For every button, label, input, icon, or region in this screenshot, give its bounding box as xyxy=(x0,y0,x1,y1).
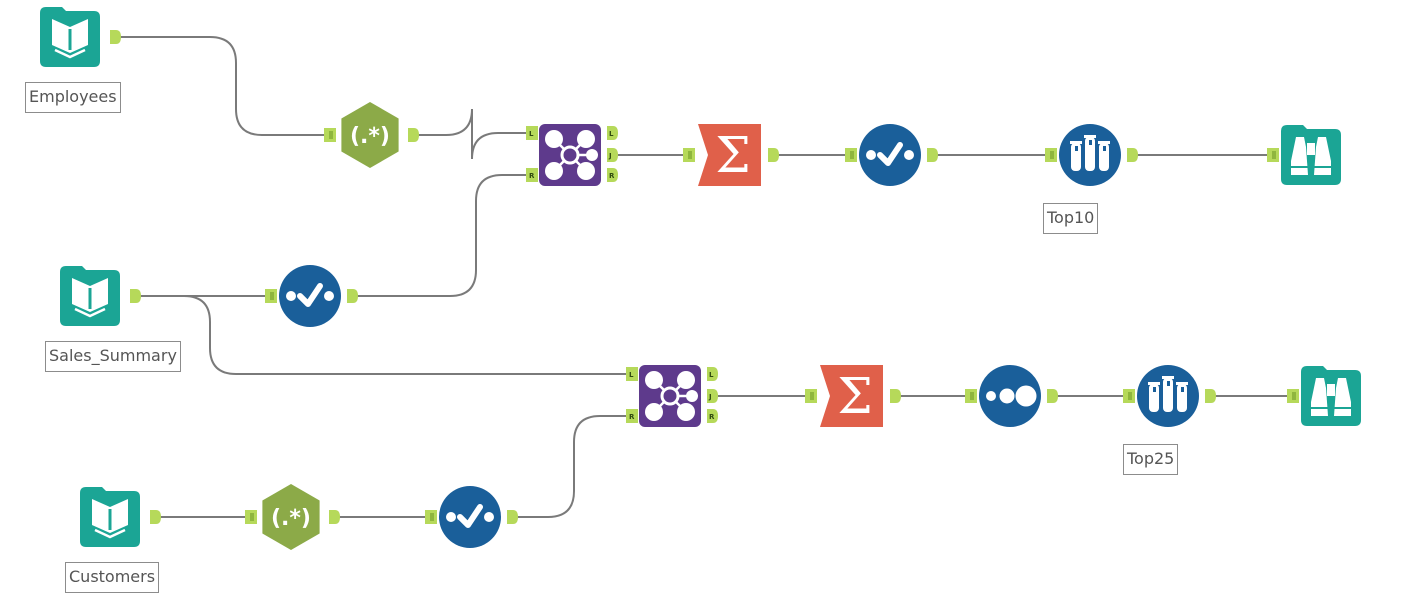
browse-tool[interactable] xyxy=(1287,366,1361,426)
svg-text:Σ: Σ xyxy=(715,126,750,184)
anchor-notch xyxy=(850,151,854,159)
test-tubes-icon xyxy=(1137,365,1199,427)
anchor-notch xyxy=(1272,151,1276,159)
input-tool[interactable] xyxy=(40,7,121,67)
output-anchor[interactable] xyxy=(707,409,718,423)
tool-annotation-label[interactable]: Sales_Summary xyxy=(45,341,181,372)
connection-line[interactable] xyxy=(116,36,326,136)
anchor-letter: J xyxy=(708,393,712,401)
anchor-notch xyxy=(1292,392,1296,400)
anchor-notch xyxy=(1128,392,1132,400)
regex-tool[interactable]: (.*) xyxy=(324,102,419,168)
sigma-icon: Σ xyxy=(698,124,761,186)
binoculars-icon xyxy=(1281,125,1341,185)
sample-tool[interactable] xyxy=(1123,365,1216,427)
sample-tool[interactable] xyxy=(1045,124,1138,186)
join-tool[interactable]: L R L J R xyxy=(626,365,718,427)
input-tool[interactable] xyxy=(80,487,161,547)
select-tool[interactable] xyxy=(265,265,358,327)
connections-layer xyxy=(116,36,1289,518)
anchor-letter: R xyxy=(609,172,615,180)
output-anchor[interactable] xyxy=(347,289,358,303)
output-anchor[interactable] xyxy=(927,148,938,162)
summarize-tool[interactable]: Σ xyxy=(683,124,779,186)
connection-line[interactable] xyxy=(136,295,626,375)
output-anchor[interactable] xyxy=(110,30,121,44)
binoculars-icon xyxy=(1301,366,1361,426)
tools-layer: (.*) L R L J R Σ L R L J R Σ (.*) xyxy=(40,7,1361,550)
regex-tool[interactable]: (.*) xyxy=(245,484,340,550)
output-anchor[interactable] xyxy=(408,128,419,142)
anchor-notch xyxy=(810,392,814,400)
book-icon xyxy=(60,266,120,326)
join-icon xyxy=(539,124,601,186)
input-tool[interactable] xyxy=(60,266,141,326)
input-anchor[interactable] xyxy=(626,409,638,423)
anchor-notch xyxy=(688,151,692,159)
anchor-letter: R xyxy=(529,172,535,180)
output-anchor[interactable] xyxy=(130,289,141,303)
tool-annotation-label[interactable]: Employees xyxy=(25,82,121,113)
book-icon xyxy=(40,7,100,67)
regex-icon: (.*) xyxy=(341,102,399,168)
select-tool[interactable] xyxy=(425,486,518,548)
test-tubes-icon xyxy=(1059,124,1121,186)
sigma-icon: Σ xyxy=(820,365,883,427)
anchor-letter: R xyxy=(629,413,635,421)
anchor-notch xyxy=(1050,151,1054,159)
output-anchor[interactable] xyxy=(890,389,901,403)
output-anchor[interactable] xyxy=(1127,148,1138,162)
output-anchor[interactable] xyxy=(1047,389,1058,403)
tool-annotation-label[interactable]: Top10 xyxy=(1043,203,1099,234)
checkmark-icon xyxy=(439,486,501,548)
sort-tool[interactable] xyxy=(965,365,1058,427)
anchor-letter: R xyxy=(709,413,715,421)
svg-text:Σ: Σ xyxy=(837,367,872,425)
connection-line[interactable] xyxy=(517,415,626,518)
checkmark-icon xyxy=(859,124,921,186)
tool-annotation-label[interactable]: Top25 xyxy=(1123,444,1179,475)
anchor-notch xyxy=(430,513,434,521)
output-anchor[interactable] xyxy=(607,168,618,182)
anchor-letter: L xyxy=(609,130,614,138)
output-anchor[interactable] xyxy=(150,510,161,524)
connection-line[interactable] xyxy=(418,108,526,160)
dots-icon xyxy=(979,365,1041,427)
anchor-letter: L xyxy=(709,371,714,379)
anchor-notch xyxy=(270,292,274,300)
tool-annotation-label[interactable]: Customers xyxy=(65,562,160,593)
output-anchor[interactable] xyxy=(607,126,618,140)
output-anchor[interactable] xyxy=(607,148,618,162)
summarize-tool[interactable]: Σ xyxy=(805,365,901,427)
join-icon xyxy=(639,365,701,427)
anchor-notch xyxy=(250,513,254,521)
regex-icon: (.*) xyxy=(262,484,320,550)
input-anchor[interactable] xyxy=(626,367,638,381)
output-anchor[interactable] xyxy=(768,148,779,162)
connection-line[interactable] xyxy=(357,174,526,297)
output-anchor[interactable] xyxy=(1205,389,1216,403)
join-tool[interactable]: L R L J R xyxy=(526,124,618,186)
select-tool[interactable] xyxy=(845,124,938,186)
anchor-notch xyxy=(329,131,333,139)
book-icon xyxy=(80,487,140,547)
browse-tool[interactable] xyxy=(1267,125,1341,185)
svg-text:(.*): (.*) xyxy=(350,124,390,149)
anchor-letter: J xyxy=(608,152,612,160)
checkmark-icon xyxy=(279,265,341,327)
anchor-letter: L xyxy=(629,371,634,379)
anchor-letter: L xyxy=(529,130,534,138)
input-anchor[interactable] xyxy=(526,168,538,182)
output-anchor[interactable] xyxy=(507,510,518,524)
input-anchor[interactable] xyxy=(526,126,538,140)
output-anchor[interactable] xyxy=(707,389,718,403)
output-anchor[interactable] xyxy=(329,510,340,524)
anchor-notch xyxy=(970,392,974,400)
svg-text:(.*): (.*) xyxy=(271,506,311,531)
output-anchor[interactable] xyxy=(707,367,718,381)
